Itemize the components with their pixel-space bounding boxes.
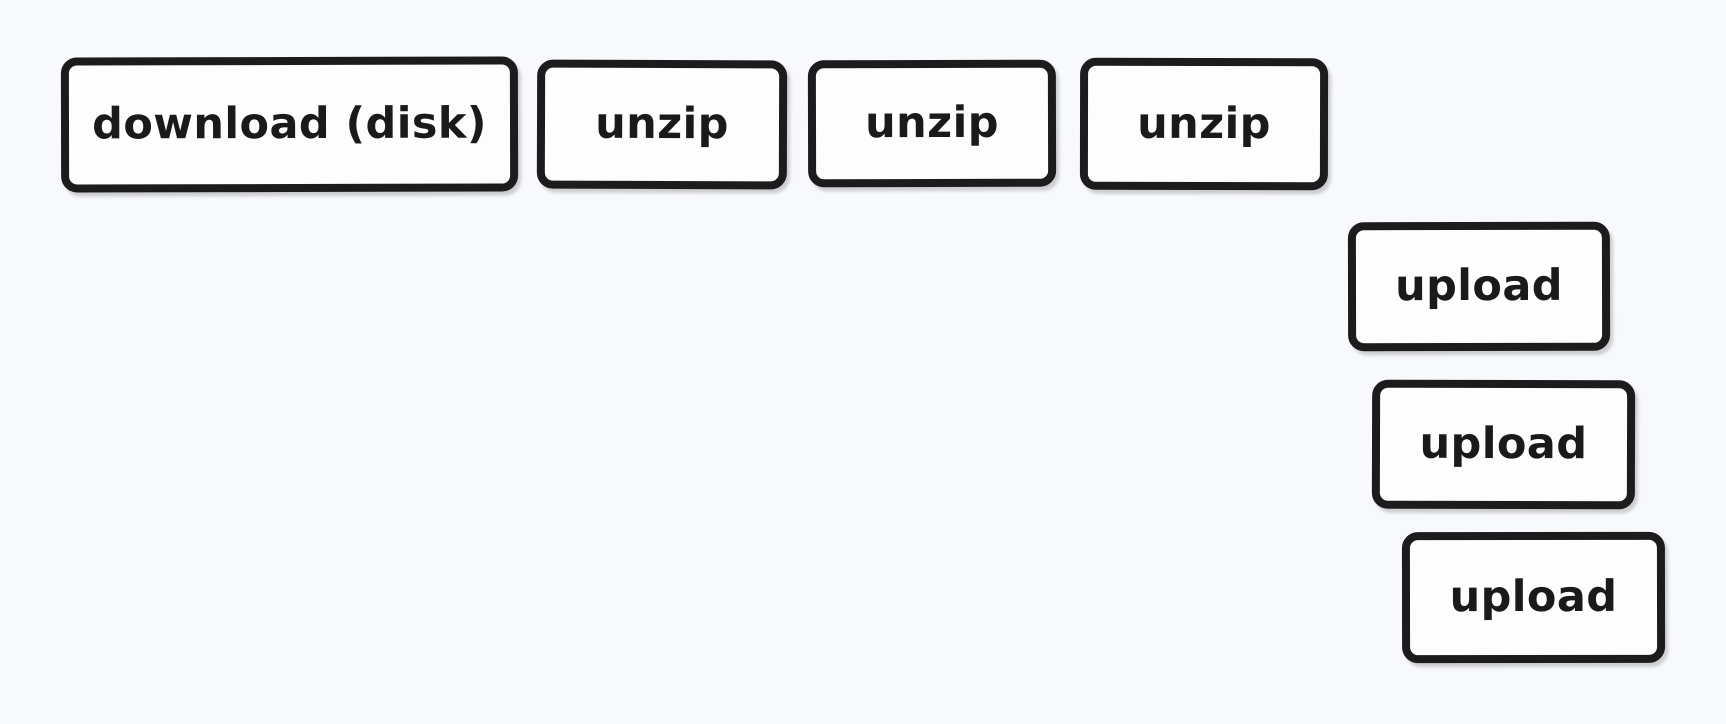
node-upload-1[interactable]: upload: [1347, 221, 1611, 352]
node-label: upload: [1395, 260, 1563, 312]
node-label: unzip: [1137, 98, 1271, 149]
node-label: unzip: [595, 98, 729, 150]
node-unzip-2[interactable]: unzip: [807, 59, 1057, 188]
node-upload-2[interactable]: upload: [1371, 379, 1636, 510]
node-upload-3[interactable]: upload: [1401, 531, 1666, 664]
node-label: download (disk): [92, 98, 487, 150]
node-download-disk[interactable]: download (disk): [60, 56, 519, 193]
node-label: upload: [1449, 571, 1618, 623]
node-unzip-3[interactable]: unzip: [1079, 57, 1329, 191]
node-label: unzip: [865, 97, 999, 149]
node-label: upload: [1419, 418, 1588, 470]
node-unzip-1[interactable]: unzip: [536, 59, 788, 190]
